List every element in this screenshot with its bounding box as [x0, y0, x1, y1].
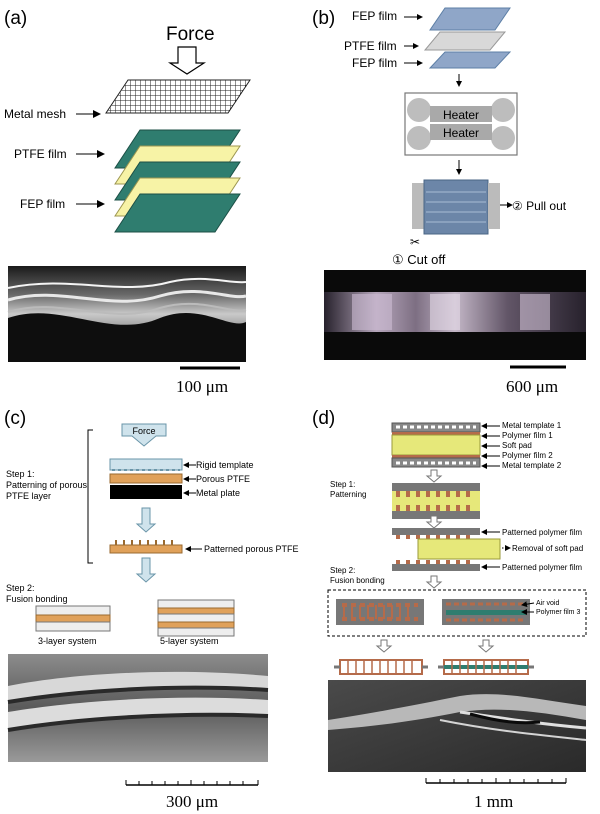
- patterned-polymer-film-top-label: Patterned polymer film: [502, 528, 582, 537]
- ptfe-film-icon: [423, 31, 507, 51]
- step2-c-line1: Step 2:: [6, 583, 35, 593]
- heater-bottom-label: Heater: [443, 126, 479, 140]
- soft-pad-label: Soft pad: [502, 441, 532, 450]
- ptfe-film-label-b: PTFE film: [344, 39, 397, 53]
- step2-d-line1: Step 2:: [330, 566, 355, 575]
- metal-template-2-label: Metal template 2: [502, 461, 562, 470]
- patterned-film-bottom-icon: [392, 564, 480, 571]
- metal-plate-label: Metal plate: [196, 488, 240, 498]
- force-label-c: Force: [132, 426, 155, 436]
- metal-template-1-label: Metal template 1: [502, 421, 562, 430]
- layer-stack-icon: [391, 422, 481, 468]
- panel-c: (c) Step 1: Patterning of porous PTFE la…: [4, 408, 299, 811]
- rigid-template-icon: [109, 458, 183, 471]
- scale-bar-d: [425, 778, 567, 784]
- patterned-stack-icon: [392, 483, 480, 519]
- panel-b: (b) FEP film PTFE film FEP film Heater H…: [312, 7, 586, 396]
- step1-bracket: [87, 429, 93, 564]
- sem-image-b: [324, 270, 586, 360]
- polymer-film-3-label: Polymer film 3: [536, 609, 580, 616]
- bonded-film-icon: [423, 179, 489, 235]
- five-layer-icon: [157, 599, 235, 637]
- result-three-film-icon: [438, 659, 534, 675]
- porous-ptfe-icon: [109, 473, 183, 484]
- patterned-porous-ptfe-label: Patterned porous PTFE: [204, 544, 299, 554]
- patterned-porous-ptfe-icon: [109, 540, 183, 554]
- scale-label-c: 300 μm: [166, 792, 218, 811]
- porous-ptfe-label: Porous PTFE: [196, 474, 250, 484]
- step1-c-line3: PTFE layer: [6, 491, 51, 501]
- sem-image-c: [7, 654, 269, 762]
- scale-bar-c: [125, 780, 259, 786]
- force-arrow-icon: [167, 46, 207, 75]
- fep-layer-bottom: [114, 193, 241, 233]
- scale-label-d: 1 mm: [474, 792, 513, 811]
- cut-off-label: ① Cut off: [392, 252, 446, 267]
- air-void-label: Air void: [536, 600, 559, 607]
- polymer-film-1-label: Polymer film 1: [502, 431, 553, 440]
- step1-d-line1: Step 1:: [330, 480, 355, 489]
- metal-mesh-icon: [105, 79, 251, 114]
- scale-label-b: 600 μm: [506, 377, 558, 396]
- panel-c-label: (c): [4, 408, 26, 429]
- sem-image-a: [7, 266, 247, 362]
- roller-icon: [407, 98, 431, 122]
- result-two-film-icon: [334, 659, 428, 675]
- patterned-polymer-film-bottom-label: Patterned polymer film: [502, 563, 582, 572]
- force-label: Force: [166, 24, 215, 45]
- fep-film-bottom-label: FEP film: [352, 56, 397, 70]
- fep-film-top-icon: [429, 7, 511, 31]
- panel-a: (a) Force Metal mesh PTFE film FEP film …: [4, 8, 251, 396]
- soft-pad-removed-icon: [417, 538, 501, 560]
- rigid-template-label: Rigid template: [196, 460, 254, 470]
- step1-c-line2: Patterning of porous: [6, 480, 88, 490]
- fep-film-top-label: FEP film: [352, 9, 397, 23]
- fep-film-bottom-icon: [428, 51, 512, 69]
- panel-d: (d) Metal template 1 Polymer film 1 Soft…: [312, 408, 587, 811]
- scissors-icon: ✂: [410, 235, 420, 249]
- panel-a-label: (a): [4, 8, 27, 29]
- heater-top-label: Heater: [443, 108, 479, 122]
- metal-mesh-label: Metal mesh: [4, 107, 66, 121]
- polymer-film-2-label: Polymer film 2: [502, 451, 553, 460]
- scale-label-a: 100 μm: [176, 377, 228, 396]
- sem-image-d: [328, 680, 587, 772]
- step2-d-line2: Fusion bonding: [330, 576, 385, 585]
- three-layer-icon: [35, 605, 111, 632]
- step2-c-line2: Fusion bonding: [6, 594, 68, 604]
- force-arrow-c-icon: [121, 423, 167, 447]
- step1-d-line2: Patterning: [330, 490, 366, 499]
- patterned-film-top-icon: [392, 528, 480, 535]
- removal-soft-pad-label: Removal of soft pad: [512, 544, 583, 553]
- bonded-three-film-icon: [442, 599, 530, 625]
- bonded-two-film-icon: [336, 599, 424, 625]
- pull-out-label: ② Pull out: [512, 199, 567, 213]
- step1-c-line1: Step 1:: [6, 469, 35, 479]
- fusion-bonding-box: [327, 589, 587, 637]
- panel-b-label: (b): [312, 8, 335, 29]
- ptfe-film-label: PTFE film: [14, 147, 67, 161]
- five-layer-label: 5-layer system: [160, 636, 219, 646]
- panel-d-label: (d): [312, 408, 335, 429]
- fep-film-label: FEP film: [20, 197, 65, 211]
- three-layer-label: 3-layer system: [38, 636, 97, 646]
- metal-plate-icon: [110, 485, 182, 499]
